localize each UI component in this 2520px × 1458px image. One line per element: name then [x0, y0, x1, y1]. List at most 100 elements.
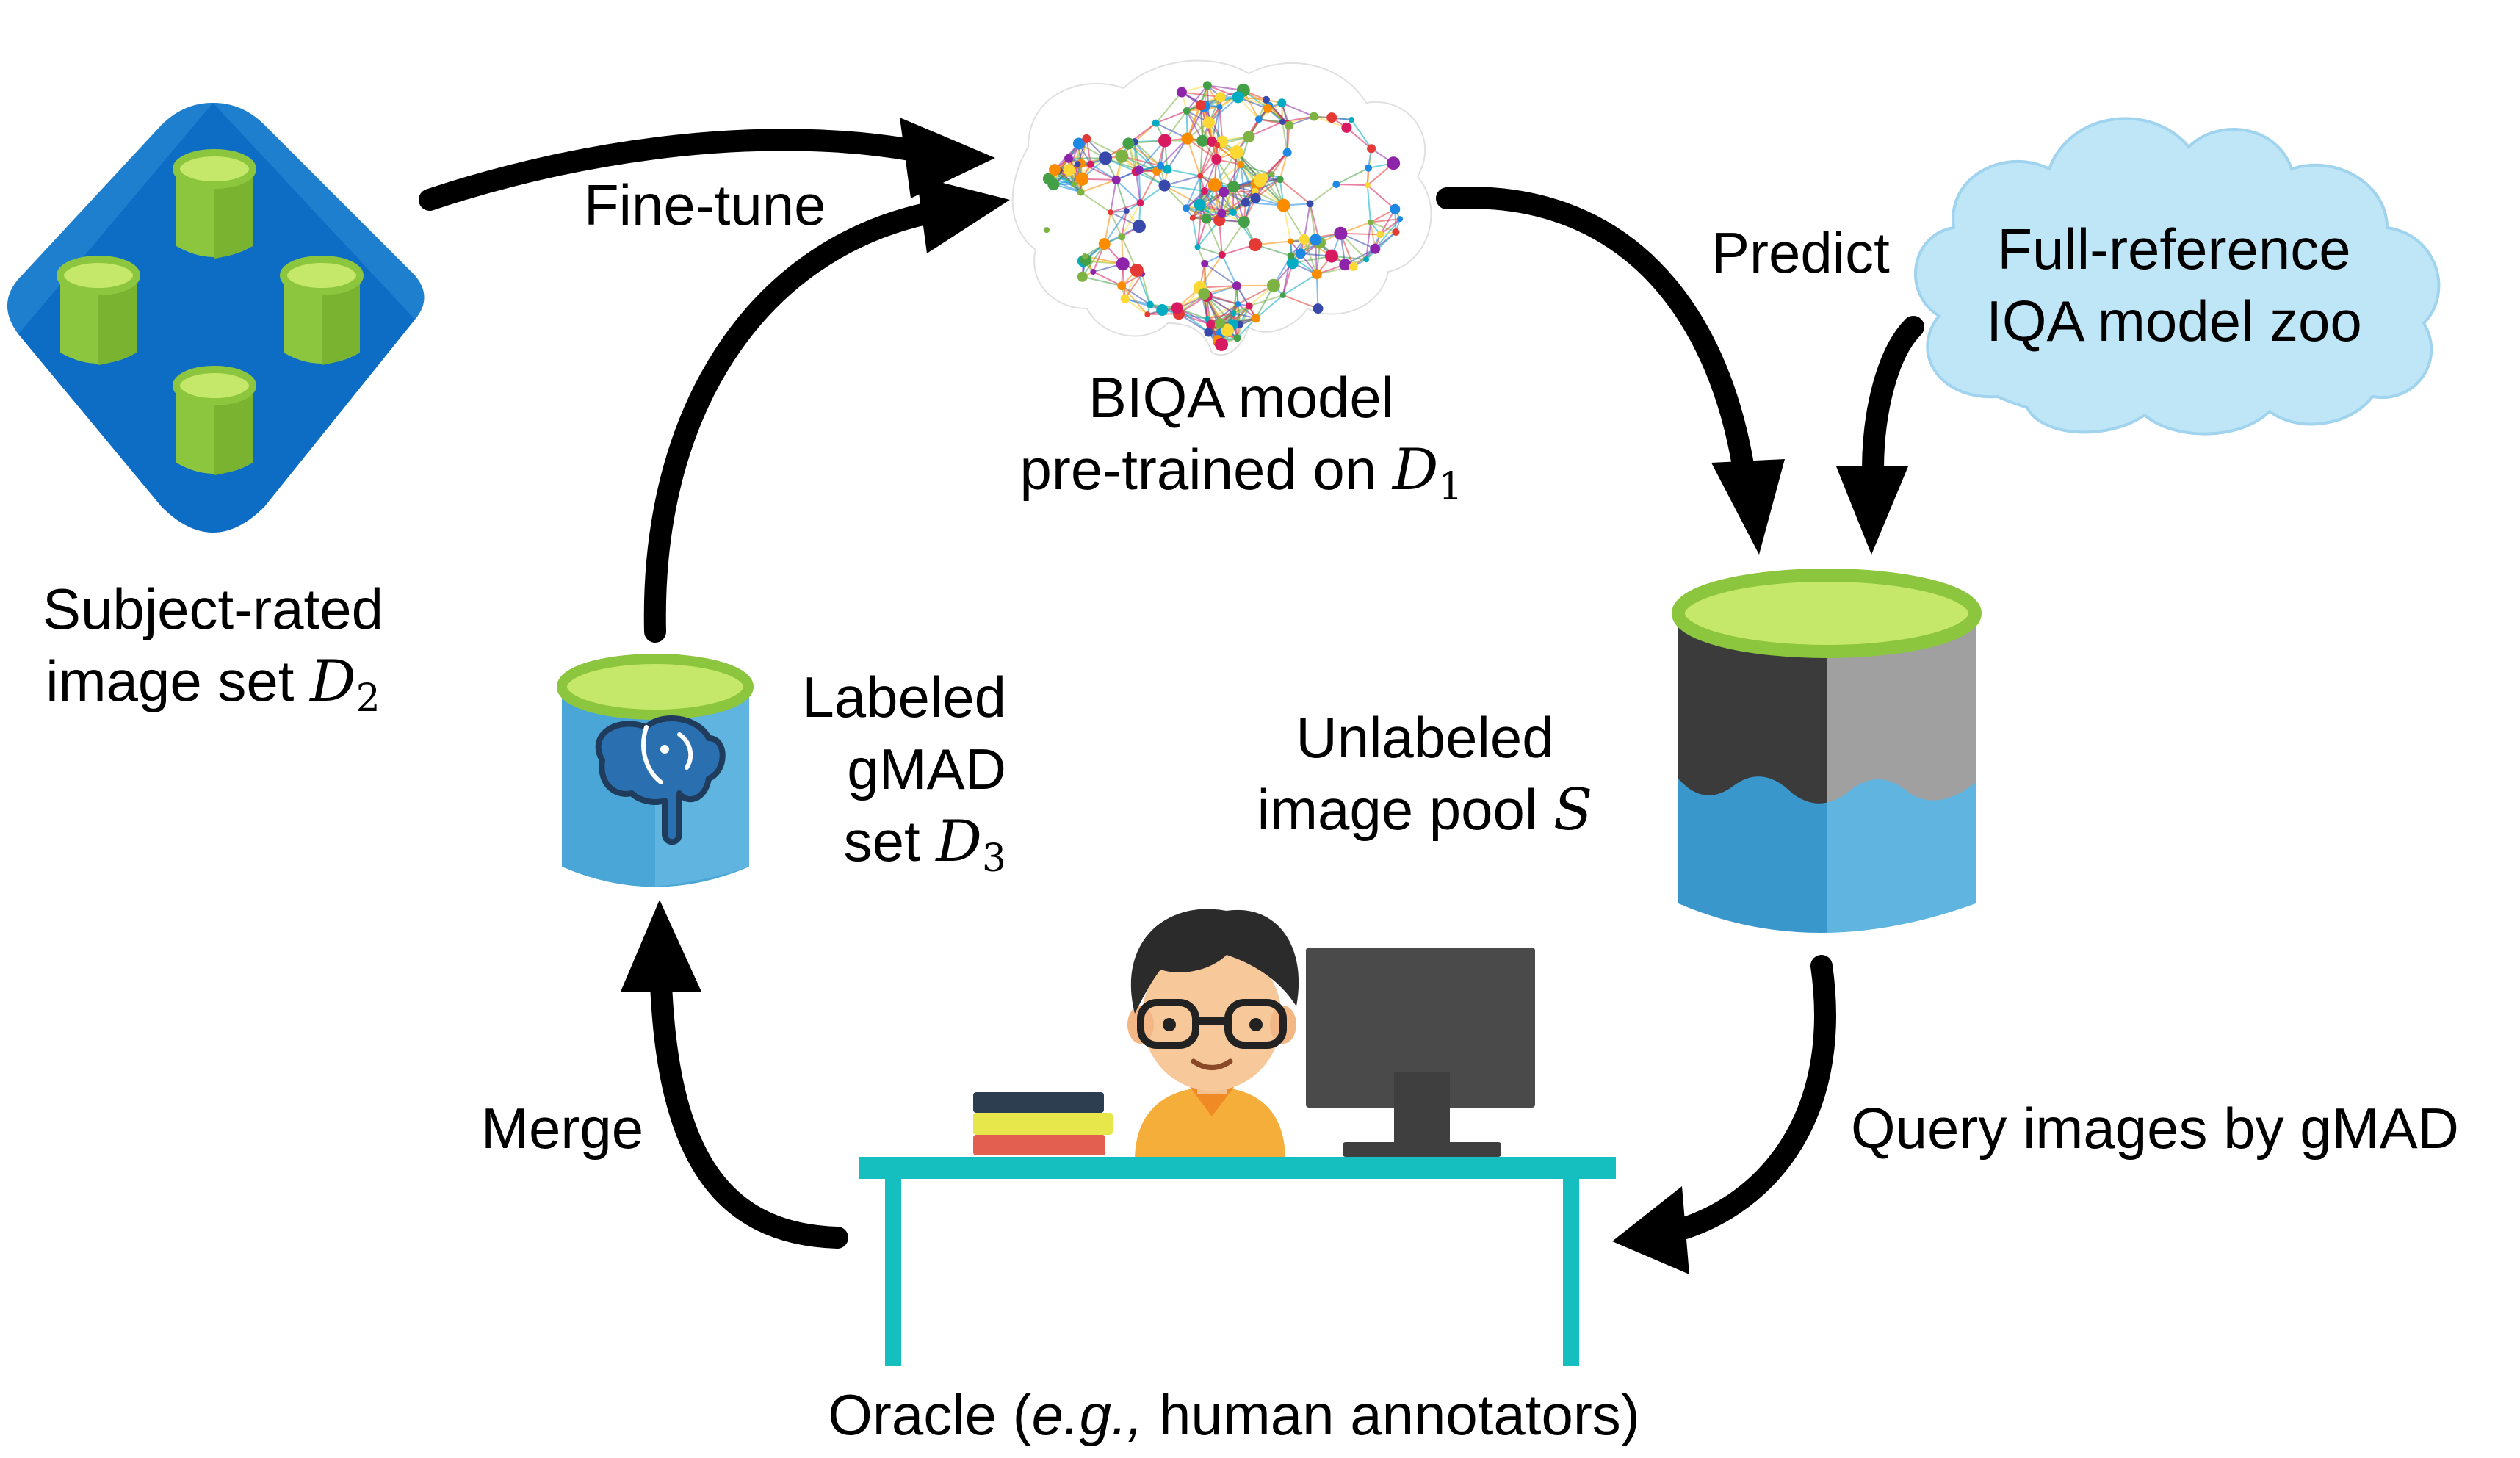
brain-node [1227, 181, 1240, 193]
brain-node [1324, 249, 1338, 263]
brain-node [1123, 208, 1130, 214]
arrowhead-query [1612, 1186, 1689, 1274]
brain-edge [1115, 179, 1127, 212]
biqa-line1: BIQA model [1088, 365, 1395, 430]
brain-node [1326, 112, 1337, 123]
arrowhead-fr-iqa [1836, 466, 1908, 555]
brain-edge [1110, 212, 1123, 237]
brain-node [1077, 188, 1085, 196]
labeled-line3: set D3 [764, 805, 1006, 895]
cylinder-icon-bottom [173, 366, 256, 475]
brain-node [1063, 164, 1075, 176]
brain-node [1090, 269, 1097, 275]
brain-node [1200, 187, 1208, 195]
brain-edge [1205, 218, 1223, 256]
brain-node [1332, 180, 1340, 188]
brain-node [1286, 257, 1299, 270]
biqa-line2: pre-trained on D1 [977, 433, 1506, 523]
brain-node [1087, 160, 1095, 168]
brain-node [1070, 181, 1077, 188]
oracle-prefix: Oracle ( [828, 1382, 1032, 1447]
brain-edge [1336, 183, 1368, 187]
brain-edge [1103, 210, 1127, 245]
brain-node [1214, 318, 1225, 329]
brain-edge [1164, 184, 1205, 192]
brain-edge [1186, 137, 1217, 160]
brain-node [1202, 81, 1212, 90]
brain-edge [1237, 284, 1274, 305]
brain-edge [1223, 191, 1256, 199]
labeled-line2: gMAD [847, 737, 1006, 801]
arrowhead-predict [1711, 459, 1785, 555]
brain-node [1044, 227, 1050, 234]
brain-edge [1315, 274, 1319, 309]
brain-edge [1155, 110, 1188, 124]
brain-node [1249, 238, 1263, 252]
brain-node [1075, 161, 1081, 167]
brain-node [1171, 302, 1183, 314]
brain-node [1266, 278, 1280, 292]
brain-edge [1282, 295, 1318, 310]
brain-node [1368, 219, 1374, 225]
brain-node [1116, 257, 1130, 271]
brain-node [1238, 216, 1250, 228]
brain-edge [1166, 138, 1188, 170]
brain-edge [1124, 297, 1148, 315]
brain-edge [1121, 202, 1141, 237]
brain-edge [1236, 317, 1257, 339]
brain-node [1218, 250, 1226, 259]
unlabeled-line2: image pool S [1219, 773, 1631, 846]
brain-node [1156, 303, 1169, 316]
brain-edge [1258, 118, 1290, 126]
brain-edge [1207, 303, 1238, 320]
brain-edge [1279, 152, 1288, 180]
fine-tune-label: Fine-tune [584, 173, 826, 237]
book-stack-icon [973, 1092, 1113, 1155]
brain-node [1306, 200, 1314, 208]
brain-edge [1248, 120, 1283, 137]
brain-node [1183, 107, 1191, 115]
brain-node [1118, 233, 1126, 241]
cloud-icon [1914, 117, 2441, 436]
brain-node [1392, 228, 1400, 237]
brain-edge [1221, 221, 1245, 256]
brain-node [1263, 104, 1272, 113]
predict-label: Predict [1711, 220, 1890, 285]
brain-edge [1138, 170, 1141, 203]
brain-edge [1185, 110, 1213, 142]
brain-edge [1122, 155, 1161, 167]
brain-edge [1346, 127, 1372, 150]
brain-node [1236, 161, 1244, 169]
brain-node [1397, 216, 1404, 223]
brain-node [1287, 252, 1295, 260]
brain-node [1117, 281, 1127, 291]
brain-edge [1121, 211, 1127, 237]
arrow-finetune-from-labeled [643, 202, 940, 643]
brain-node [1364, 182, 1371, 189]
brain-node [1232, 281, 1241, 291]
brain-node [1282, 148, 1292, 157]
unlabeled-text: image pool [1257, 777, 1538, 842]
brain-node [1219, 187, 1230, 198]
subject-rated-text: image set [46, 649, 295, 713]
brain-edge [1309, 184, 1337, 205]
brain-node [1201, 259, 1209, 267]
brain-edge [1205, 191, 1224, 220]
arrow-merge [650, 973, 848, 1249]
dataset-diamond-icon [7, 103, 425, 533]
unlabeled-pool-label: Unlabeled image pool S [1219, 701, 1631, 846]
brain-node [1363, 256, 1370, 263]
brain-edge [1367, 184, 1396, 210]
brain-node [1260, 173, 1269, 182]
brain-node [1042, 173, 1055, 185]
brain-node [1217, 209, 1227, 218]
arrowhead-finetune-labeled [917, 176, 1010, 253]
brain-node [1194, 244, 1201, 250]
brain-edge [1223, 191, 1245, 223]
brain-node [1120, 294, 1130, 303]
brain-node [1230, 310, 1237, 317]
brain-node [1082, 253, 1088, 259]
brain-node [1365, 164, 1373, 172]
brain-node [1136, 199, 1144, 207]
